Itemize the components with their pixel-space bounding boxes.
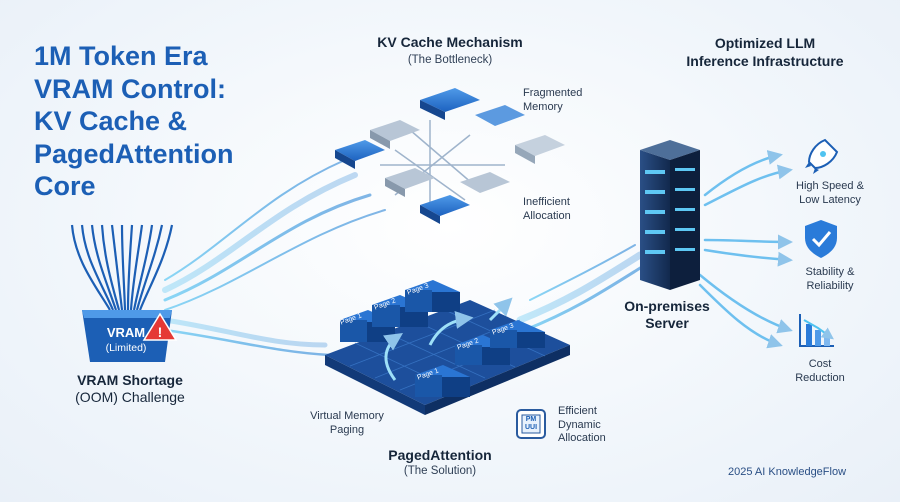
shield-check-icon bbox=[805, 220, 837, 258]
benefit-speed: High Speed &Low Latency bbox=[796, 180, 864, 206]
vram-caption: VRAM Shortage(OOM) Challenge bbox=[75, 372, 185, 405]
flow-to-kv-cache bbox=[162, 159, 386, 311]
svg-text:!: ! bbox=[158, 324, 163, 340]
chart-down-icon bbox=[799, 314, 834, 347]
rocket-icon bbox=[805, 138, 839, 174]
kv-cache-title: KV Cache Mechanism bbox=[377, 34, 523, 50]
vram-bucket: ! bbox=[70, 224, 178, 362]
server-icon bbox=[640, 140, 700, 290]
paged-subtitle: (The Solution) bbox=[403, 465, 477, 477]
vram-badge-subtitle: (Limited) bbox=[105, 342, 147, 354]
footer-credit: 2025 AI KnowledgeFlow bbox=[728, 466, 847, 478]
kv-cache-subtitle: (The Bottleneck) bbox=[407, 54, 493, 66]
page-arrows bbox=[383, 297, 513, 381]
flow-to-paged bbox=[162, 317, 332, 357]
flow-to-server bbox=[516, 244, 647, 332]
paged-title: PagedAttention bbox=[388, 447, 492, 463]
fragmented-blocks bbox=[335, 88, 565, 224]
warning-icon bbox=[142, 312, 178, 341]
main-title: 1M Token Era VRAM Control: KV Cache & Pa… bbox=[34, 41, 234, 201]
page-stacks bbox=[340, 280, 545, 397]
chip-icon bbox=[516, 409, 546, 439]
benefit-stability: Stability &Reliability bbox=[805, 266, 855, 292]
flow-to-benefits bbox=[698, 150, 793, 349]
vram-badge-title: VRAM bbox=[106, 325, 146, 340]
